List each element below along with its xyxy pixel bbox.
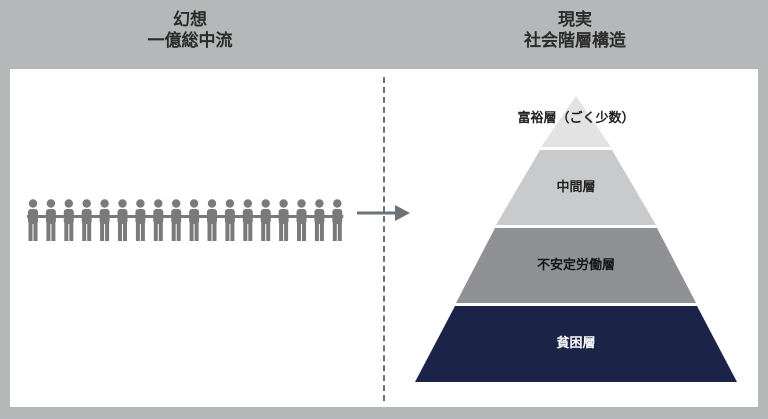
dashed-divider [383,77,385,401]
people-row [27,199,344,241]
fantasy-subtitle: 一億総中流 [147,31,233,51]
person-icon [171,199,182,241]
pyramid-tier-middle [496,150,656,225]
person-icon [260,199,271,241]
person-icon [242,199,253,241]
person-icon [153,199,164,241]
fantasy-heading: 幻想 一億総中流 [40,10,340,52]
pyramid-tier-precarious [456,228,696,303]
person-icon [224,199,235,241]
reality-heading: 現実 社会階層構造 [425,10,725,52]
person-icon [45,199,56,241]
person-icon [99,199,110,241]
person-icon [278,199,289,241]
person-icon [189,199,200,241]
social-pyramid: 富裕層（ごく少数） 中間層 不安定労働層 貧困層 [415,96,737,382]
person-icon [81,199,92,241]
person-icon [117,199,128,241]
person-icon [296,199,307,241]
tier-label-precarious: 不安定労働層 [536,258,615,273]
person-icon [28,199,38,241]
pyramid-tier-wealthy [541,96,611,147]
reality-title: 現実 [558,10,592,30]
tier-label-wealthy: 富裕層（ごく少数） [517,111,635,126]
person-icon [63,199,74,241]
tier-label-poverty: 貧困層 [556,336,596,351]
person-icon [135,199,146,241]
tier-label-middle: 中間層 [556,180,596,195]
person-icon [332,199,343,241]
fantasy-title: 幻想 [173,10,207,30]
person-icon [314,199,325,241]
person-icon [207,199,217,241]
pyramid-tier-poverty [415,306,737,382]
arrow-right-icon [357,205,410,221]
reality-subtitle: 社会階層構造 [524,31,626,51]
